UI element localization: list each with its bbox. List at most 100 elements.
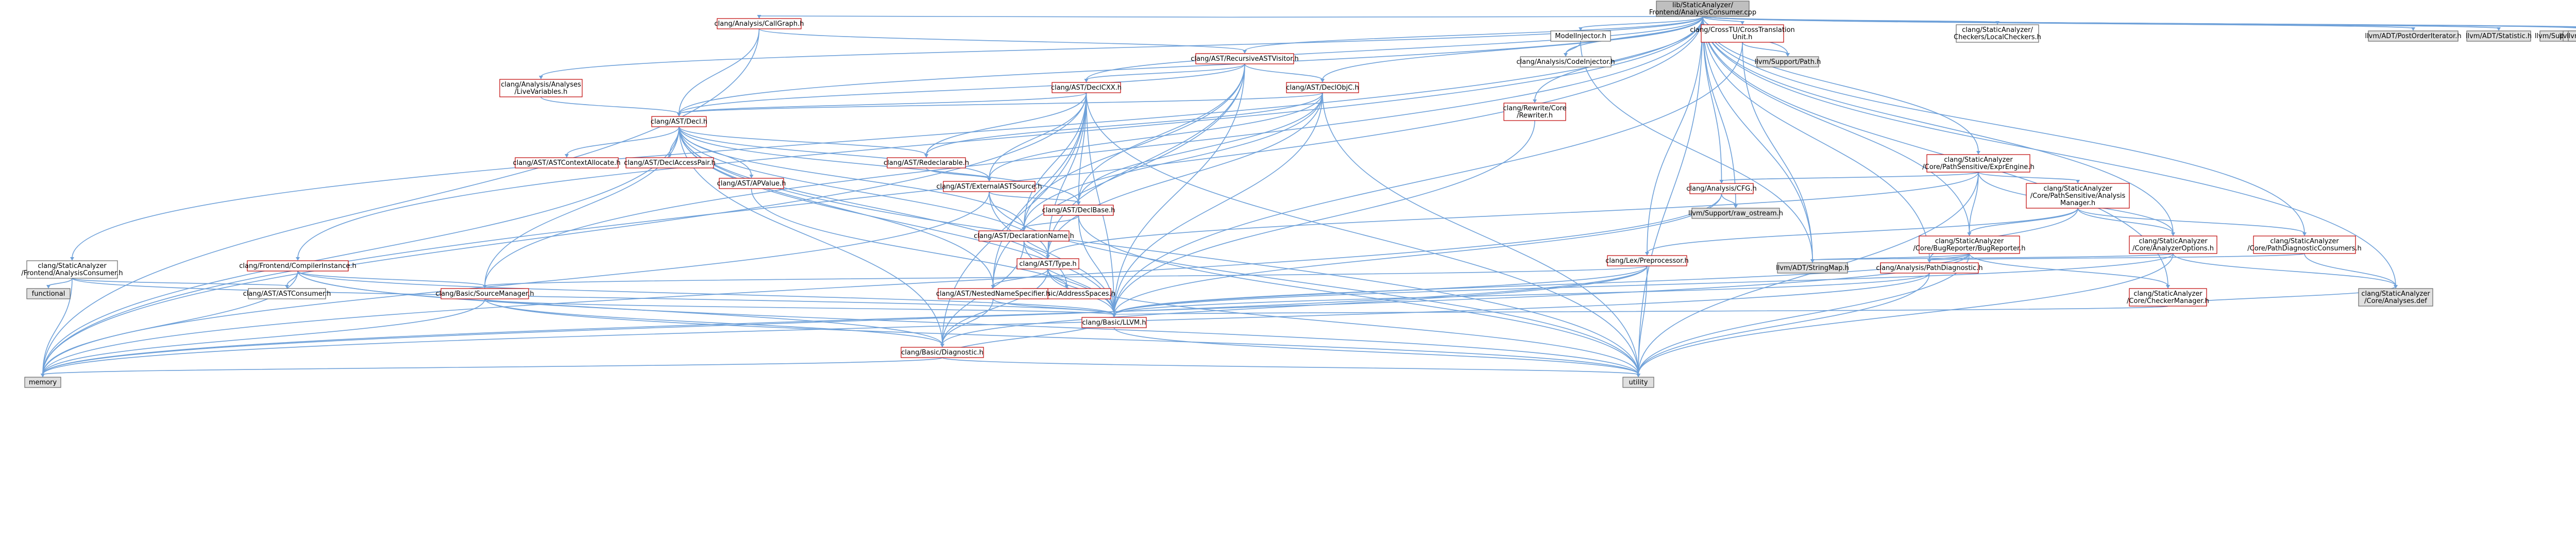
- edge-root-to-checkermgr: [1702, 16, 2168, 286]
- node-label: clang/AST/RecursiveASTVisitor.h: [1191, 55, 1299, 63]
- node-recursive[interactable]: clang/AST/RecursiveASTVisitor.h: [1191, 53, 1299, 64]
- node-localcheckers[interactable]: clang/StaticAnalyzer/Checkers/LocalCheck…: [1954, 24, 2041, 43]
- node-box: [1195, 53, 1294, 64]
- node-box: [625, 157, 714, 168]
- node-astconsumer[interactable]: clang/AST/ASTConsumer.h: [243, 288, 331, 299]
- node-livevars[interactable]: clang/Analysis/Analyses/LiveVariables.h: [499, 79, 583, 97]
- node-diagnostic[interactable]: clang/Basic/Diagnostic.h: [901, 347, 984, 358]
- node-label: clang/AST/ASTConsumer.h: [243, 290, 331, 298]
- node-cfg[interactable]: clang/Analysis/CFG.h: [1686, 183, 1757, 194]
- node-timer[interactable]: llvm/Support/Timer.h: [2567, 30, 2576, 42]
- node-declcxx[interactable]: clang/AST/DeclCXX.h: [1051, 82, 1122, 93]
- node-box: [2129, 288, 2207, 307]
- node-pathconsumers[interactable]: clang/StaticAnalyzer/Core/PathDiagnostic…: [2247, 235, 2362, 254]
- node-redecl[interactable]: clang/AST/Redeclarable.h: [884, 157, 969, 168]
- edge-callgraph-to-decl: [679, 28, 760, 114]
- edge-declobjc-to-declname: [1023, 92, 1323, 229]
- node-srcmgr[interactable]: clang/Basic/SourceManager.h: [435, 288, 534, 299]
- node-declbase[interactable]: clang/AST/DeclBase.h: [1042, 205, 1115, 216]
- edge-root-to-compinstance: [297, 16, 1703, 259]
- edge-declcxx-to-redecl: [926, 92, 1087, 156]
- node-box: [26, 288, 71, 299]
- node-label: /Rewriter.h: [1517, 112, 1553, 120]
- node-feconsumer[interactable]: clang/StaticAnalyzer/Frontend/AnalysisCo…: [21, 260, 123, 279]
- edge-exprengine-to-analysismgr: [1978, 172, 2078, 181]
- edge-root-to-queue: [1702, 16, 2576, 27]
- edge-pathconsumers-to-analysesdef: [2304, 253, 2396, 286]
- node-modelinjector[interactable]: ModelInjector.h: [1550, 30, 1611, 42]
- node-statistic[interactable]: llvm/ADT/Statistic.h: [2466, 30, 2532, 42]
- node-llvmh[interactable]: clang/Basic/LLVM.h: [1081, 317, 1147, 328]
- edge-root-to-preprocessor: [1647, 16, 1703, 254]
- edge-arrowhead: [1810, 259, 1815, 263]
- node-analyzeropts[interactable]: clang/StaticAnalyzer/Core/AnalyzerOption…: [2129, 235, 2217, 254]
- node-decl[interactable]: clang/AST/Decl.h: [651, 116, 707, 127]
- edge-analyzeropts-to-utility: [1638, 253, 2174, 375]
- node-analysismgr[interactable]: clang/StaticAnalyzer/Core/PathSensitive/…: [2026, 183, 2130, 209]
- edge-crosstu-to-path: [1742, 42, 1788, 55]
- node-box: [499, 79, 583, 97]
- edge-decl-to-utility: [679, 126, 1639, 375]
- node-box: [938, 288, 1048, 299]
- node-nns[interactable]: clang/AST/NestedNameSpecifier.h: [936, 288, 1050, 299]
- node-type[interactable]: clang/AST/Type.h: [1016, 258, 1079, 269]
- edge-pathdiag-to-utility: [1638, 273, 1930, 375]
- node-exprengine[interactable]: clang/StaticAnalyzer/Core/PathSensitive/…: [1922, 154, 2035, 173]
- edge-exprengine-to-cfg: [1721, 172, 1979, 181]
- node-declobjc[interactable]: clang/AST/DeclObjC.h: [1286, 82, 1359, 93]
- edge-analysismgr-to-bugreporter: [1969, 208, 2078, 234]
- edge-srcmgr-to-diagnostic: [484, 298, 943, 345]
- node-root[interactable]: lib/StaticAnalyzer/Frontend/AnalysisCons…: [1649, 1, 1756, 17]
- edge-pathdiag-to-llvmh: [1113, 273, 1930, 315]
- node-ctxalloc[interactable]: clang/AST/ASTContextAllocate.h: [513, 157, 621, 168]
- node-label: clang/AST/NestedNameSpecifier.h: [936, 290, 1050, 298]
- node-box: [1656, 1, 1750, 17]
- edge-analyzeropts-to-analysesdef: [2173, 253, 2396, 286]
- node-label: /Core/PathDiagnosticConsumers.h: [2247, 245, 2362, 252]
- node-label: clang/AST/DeclarationName.h: [974, 232, 1074, 240]
- node-box: [247, 260, 349, 272]
- node-declname[interactable]: clang/AST/DeclarationName.h: [974, 230, 1074, 242]
- node-label: clang/AST/Redeclarable.h: [884, 159, 969, 167]
- node-utility[interactable]: utility: [1622, 377, 1654, 388]
- node-path[interactable]: llvm/Support/Path.h: [1755, 56, 1821, 68]
- node-codeinjector[interactable]: clang/Analysis/CodeInjector.h: [1516, 56, 1615, 68]
- node-compinstance[interactable]: clang/Frontend/CompilerInstance.h: [239, 260, 357, 272]
- edge-arrowhead: [1022, 227, 1026, 231]
- edge-arrowhead: [1046, 255, 1050, 259]
- edge-declname-to-llvmh: [1023, 241, 1115, 315]
- node-label: /Core/Analyses.def: [2364, 297, 2427, 305]
- node-checkermgr[interactable]: clang/StaticAnalyzer/Core/CheckerManager…: [2127, 288, 2209, 307]
- edge-callgraph-to-memory: [42, 28, 760, 375]
- edge-decl-to-declbase: [679, 126, 1079, 203]
- node-rawostream[interactable]: llvm/Support/raw_ostream.h: [1688, 208, 1783, 219]
- edge-arrowhead: [1243, 50, 1247, 54]
- node-box: [2129, 235, 2217, 254]
- node-callgraph[interactable]: clang/Analysis/CallGraph.h: [714, 18, 804, 29]
- node-stringmap[interactable]: llvm/ADT/StringMap.h: [1776, 262, 1849, 274]
- edge-arrowhead: [483, 285, 487, 289]
- edge-feconsumer-to-astconsumer: [72, 278, 287, 286]
- edge-arrowhead: [1064, 285, 1069, 289]
- edge-declobjc-to-extsource: [989, 92, 1323, 179]
- edge-arrowhead: [677, 113, 681, 116]
- node-preprocessor[interactable]: clang/Lex/Preprocessor.h: [1605, 255, 1689, 266]
- edge-feconsumer-to-llvmh: [72, 278, 1115, 315]
- node-bugreporter[interactable]: clang/StaticAnalyzer/Core/BugReporter/Bu…: [1913, 235, 2026, 254]
- node-functional[interactable]: functional: [26, 288, 71, 299]
- node-pathdiag[interactable]: clang/Analysis/PathDiagnostic.h: [1876, 262, 1983, 274]
- node-apvalue[interactable]: clang/AST/APValue.h: [717, 178, 786, 189]
- node-declaccess[interactable]: clang/AST/DeclAccessPair.h: [624, 157, 716, 168]
- edge-cfg-to-rawostream: [1721, 193, 1736, 206]
- edge-root-to-analyzeropts: [1702, 16, 2174, 234]
- node-label: Checkers/LocalCheckers.h: [1954, 33, 2041, 41]
- node-memory[interactable]: memory: [24, 377, 61, 388]
- node-extsource[interactable]: clang/AST/ExternalASTSource.h: [936, 181, 1042, 192]
- edge-bugreporter-to-checkermgr: [1969, 253, 2168, 286]
- edge-redecl-to-extsource: [926, 167, 990, 179]
- node-analysesdef[interactable]: clang/StaticAnalyzer/Core/Analyses.def: [2358, 288, 2433, 307]
- edge-arrowhead: [1786, 53, 1790, 57]
- node-postorder[interactable]: llvm/ADT/PostOrderIterator.h: [2365, 30, 2462, 42]
- node-rewriter[interactable]: clang/Rewrite/Core/Rewriter.h: [1503, 103, 1567, 121]
